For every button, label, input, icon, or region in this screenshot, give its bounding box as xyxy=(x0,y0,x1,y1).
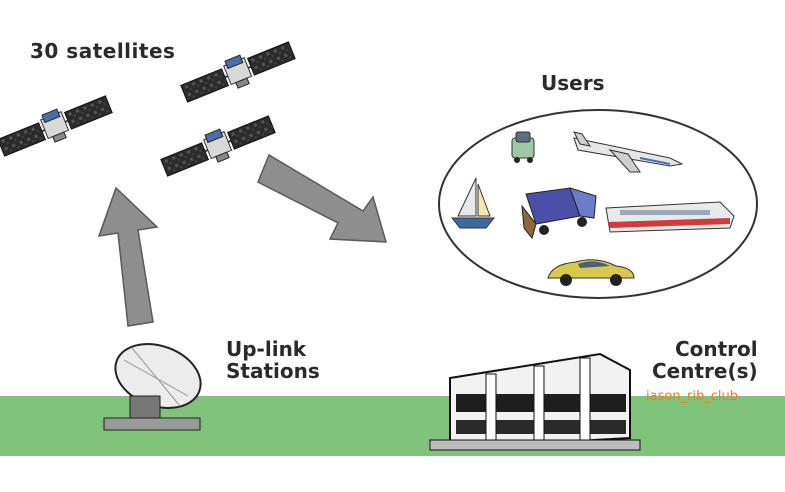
control-centre-label: Control Centre(s) xyxy=(652,338,758,383)
control-label-line2: Centre(s) xyxy=(652,359,758,384)
uplink-stations-label: Up-link Stations xyxy=(226,338,320,383)
truck-icon xyxy=(521,187,597,240)
car-icon xyxy=(511,131,535,163)
uplink-label-line1: Up-link xyxy=(226,337,307,361)
sports-car-icon xyxy=(547,259,635,286)
airplane-icon xyxy=(573,131,684,173)
satellite-icon xyxy=(157,109,279,183)
watermark: iason_rib_club xyxy=(646,389,739,404)
uplink-arrow xyxy=(97,186,159,327)
control-label-line1: Control xyxy=(674,337,758,361)
dish-antenna-icon xyxy=(103,343,202,431)
uplink-label-line2: Stations xyxy=(226,359,320,384)
downlink-arrow xyxy=(257,153,388,243)
satellite-icon xyxy=(0,89,116,163)
train-icon xyxy=(605,201,735,233)
satellite-icon xyxy=(177,35,299,109)
users-label: Users xyxy=(541,71,605,95)
satellites-label: 30 satellites xyxy=(30,39,176,63)
building-icon xyxy=(429,352,641,451)
sailboat-icon xyxy=(450,177,496,229)
